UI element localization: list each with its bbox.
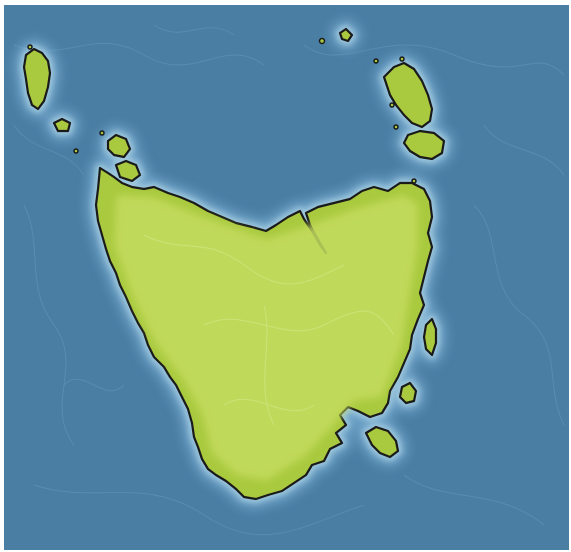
robbins-island[interactable] <box>106 133 132 159</box>
land-texture <box>143 234 395 426</box>
maria-island[interactable] <box>398 381 418 405</box>
map-frame <box>4 5 569 550</box>
hunter-island[interactable] <box>114 159 142 183</box>
ocean-texture <box>13 24 565 536</box>
schouten-island[interactable] <box>422 317 438 357</box>
map-canvas[interactable] <box>4 5 569 550</box>
small-island[interactable] <box>52 117 72 133</box>
islets <box>27 37 417 184</box>
